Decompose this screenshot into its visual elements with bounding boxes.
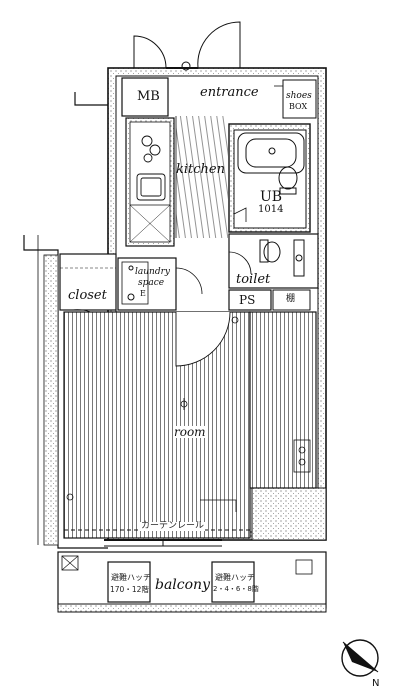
ps-shaft — [228, 289, 272, 311]
label-balcony: balcony — [155, 577, 210, 593]
label-ps: PS — [239, 293, 256, 307]
label-hatch-right-1: 避難ハッチ — [215, 573, 255, 582]
label-shoes: shoes — [286, 91, 312, 101]
label-hatch-left-1: 避難ハッチ — [111, 573, 151, 582]
laundry-space — [117, 257, 203, 311]
shoes-box — [282, 79, 317, 119]
label-laundry: laundry — [135, 267, 170, 277]
label-curtain-rail: カーテンレール — [140, 521, 206, 531]
entrance-doors — [133, 21, 241, 71]
sink-icon — [136, 173, 166, 201]
stove-icon — [141, 135, 161, 163]
label-laundry-e: E — [140, 289, 146, 298]
svg-text:N: N — [372, 678, 379, 689]
label-kitchen: kitchen — [176, 162, 225, 177]
washbasin-icon — [259, 239, 305, 277]
label-ub-size: 1014 — [258, 204, 284, 215]
main-room-floor — [63, 311, 251, 539]
kitchen-counter — [125, 117, 175, 247]
bathtub-icon — [237, 132, 305, 174]
label-entrance: entrance — [200, 85, 259, 100]
label-laundry-space: space — [138, 278, 165, 288]
label-shoes-box: BOX — [289, 102, 308, 111]
label-storage-mark: 棚 — [286, 294, 296, 304]
label-toilet: toilet — [236, 272, 271, 287]
kitchen-floor — [176, 116, 228, 238]
label-hatch-left-2: 170・12階 — [110, 585, 149, 594]
north-arrow-icon: N — [341, 639, 379, 689]
label-hatch-right-2: 2・4・6・8階 — [213, 585, 259, 593]
label-room: room — [173, 425, 207, 439]
storage — [272, 289, 311, 311]
unit-bath — [228, 123, 311, 233]
sliding-window — [104, 539, 222, 547]
toilet-room — [228, 233, 319, 289]
label-ub: UB — [260, 189, 283, 205]
mb-closet — [121, 77, 169, 117]
closet — [59, 253, 117, 331]
balcony-area — [57, 551, 327, 613]
label-mb: MB — [137, 89, 160, 104]
toilet-icon — [278, 166, 298, 195]
label-closet: closet — [68, 288, 107, 303]
